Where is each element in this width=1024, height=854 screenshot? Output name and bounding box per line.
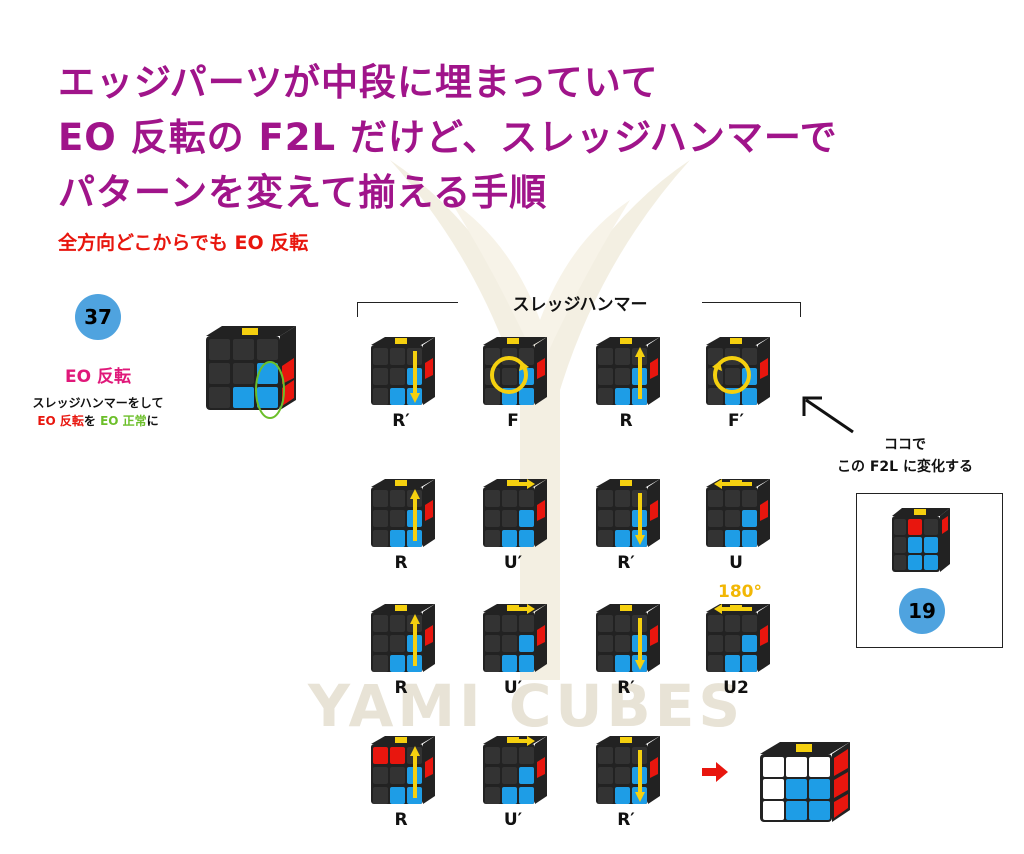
move-cube-icon [483, 337, 547, 405]
move-label: R′ [392, 411, 410, 431]
ni-text: に [146, 414, 159, 428]
note-line1: ココで [884, 437, 926, 453]
move-label: F′ [727, 411, 745, 431]
move-label: R′ [617, 678, 635, 698]
move-cube-icon [483, 604, 547, 672]
move-label: R [394, 678, 408, 698]
case-desc-line1: スレッジハンマーをして [32, 396, 164, 410]
move-label: R′ [617, 553, 635, 573]
move-label: U [729, 553, 743, 573]
eo-normal-text: EO 正常 [100, 414, 147, 428]
target-box [856, 493, 1003, 648]
case-number-badge: 37 [75, 294, 121, 340]
title-line-3: パターンを変えて揃える手順 [58, 171, 548, 214]
sledgehammer-bracket-left [357, 302, 458, 317]
move-label: R [619, 411, 633, 431]
move-label: U2 [723, 678, 749, 698]
move-cube-icon [596, 604, 660, 672]
move-label: R′ [617, 810, 635, 830]
move-cube-icon [596, 736, 660, 804]
move-cube-icon [371, 604, 435, 672]
title-line-1: エッジパーツが中段に埋まっていて [58, 61, 659, 104]
target-number-badge: 19 [899, 588, 945, 634]
watermark-logo [390, 160, 690, 680]
watermark-text: YAMI CUBES [308, 672, 745, 740]
sledgehammer-bracket-right [702, 302, 801, 317]
case-desc-line2: EO 反転を EO 正常に [18, 412, 178, 429]
move-label: U′ [503, 553, 523, 573]
target-cube-icon [892, 508, 950, 572]
u2-angle-label: 180° [718, 582, 762, 602]
sledgehammer-label: スレッジハンマー [512, 295, 648, 315]
move-label: F [507, 411, 519, 431]
move-cube-icon [596, 479, 660, 547]
move-cube-icon [706, 337, 770, 405]
move-label: U′ [503, 678, 523, 698]
case-label: EO 反転 [65, 367, 131, 387]
case-cube-icon [206, 326, 296, 419]
move-cube-icon [483, 736, 547, 804]
move-cube-icon [706, 479, 770, 547]
move-label: U′ [503, 810, 523, 830]
move-cube-icon [371, 337, 435, 405]
pointer-arrow-icon [802, 396, 854, 434]
move-cube-icon [371, 736, 435, 804]
subtitle: 全方向どこからでも EO 反転 [58, 232, 309, 254]
move-cube-icon [483, 479, 547, 547]
move-cube-icon [371, 479, 435, 547]
move-label: R [394, 553, 408, 573]
move-cube-icon [596, 337, 660, 405]
eo-flip-text: EO 反転 [37, 414, 84, 428]
move-label: R [394, 810, 408, 830]
move-cube-icon [706, 604, 770, 672]
note-line2: この F2L に変化する [837, 459, 973, 475]
solved-cube-icon [760, 742, 850, 822]
wo-text: を [83, 414, 96, 428]
right-arrow-icon [702, 762, 728, 782]
title-line-2: EO 反転の F2L だけど、スレッジハンマーで [58, 116, 838, 159]
